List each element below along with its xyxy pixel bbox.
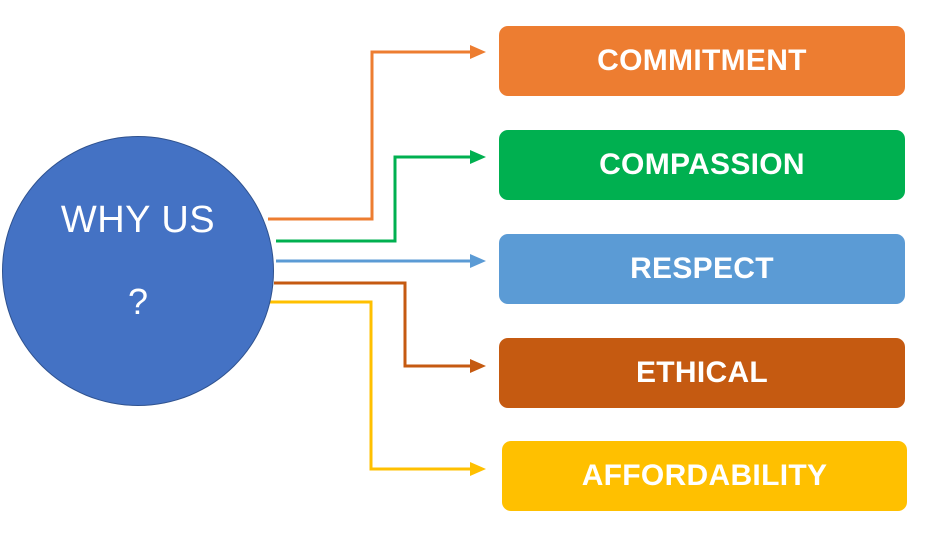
connector-compassion	[276, 155, 470, 243]
arrowhead-ethical	[470, 359, 486, 373]
why-us-circle: WHY US ?	[2, 136, 274, 406]
arrowhead-respect	[470, 254, 486, 268]
value-label-ethical: ETHICAL	[635, 356, 769, 389]
arrowhead-affordability	[470, 462, 486, 476]
value-label-compassion: COMPASSION	[599, 148, 805, 181]
value-label-affordability: AFFORDABILITY	[581, 459, 828, 492]
connector-affordability	[270, 300, 470, 471]
value-box-affordability: AFFORDABILITY	[502, 441, 907, 511]
value-label-respect: RESPECT	[630, 252, 774, 285]
value-label-commitment: COMMITMENT	[597, 44, 807, 77]
hub-title: WHY US	[60, 199, 216, 241]
value-box-ethical: ETHICAL	[499, 338, 905, 408]
arrowhead-commitment	[470, 45, 486, 59]
value-box-respect: RESPECT	[499, 234, 905, 304]
value-box-compassion: COMPASSION	[499, 130, 905, 200]
value-box-commitment: COMMITMENT	[499, 26, 905, 96]
arrowhead-compassion	[470, 150, 486, 164]
hub-question-mark: ?	[127, 281, 149, 322]
connector-ethical	[274, 281, 470, 368]
connector-commitment	[268, 50, 470, 221]
